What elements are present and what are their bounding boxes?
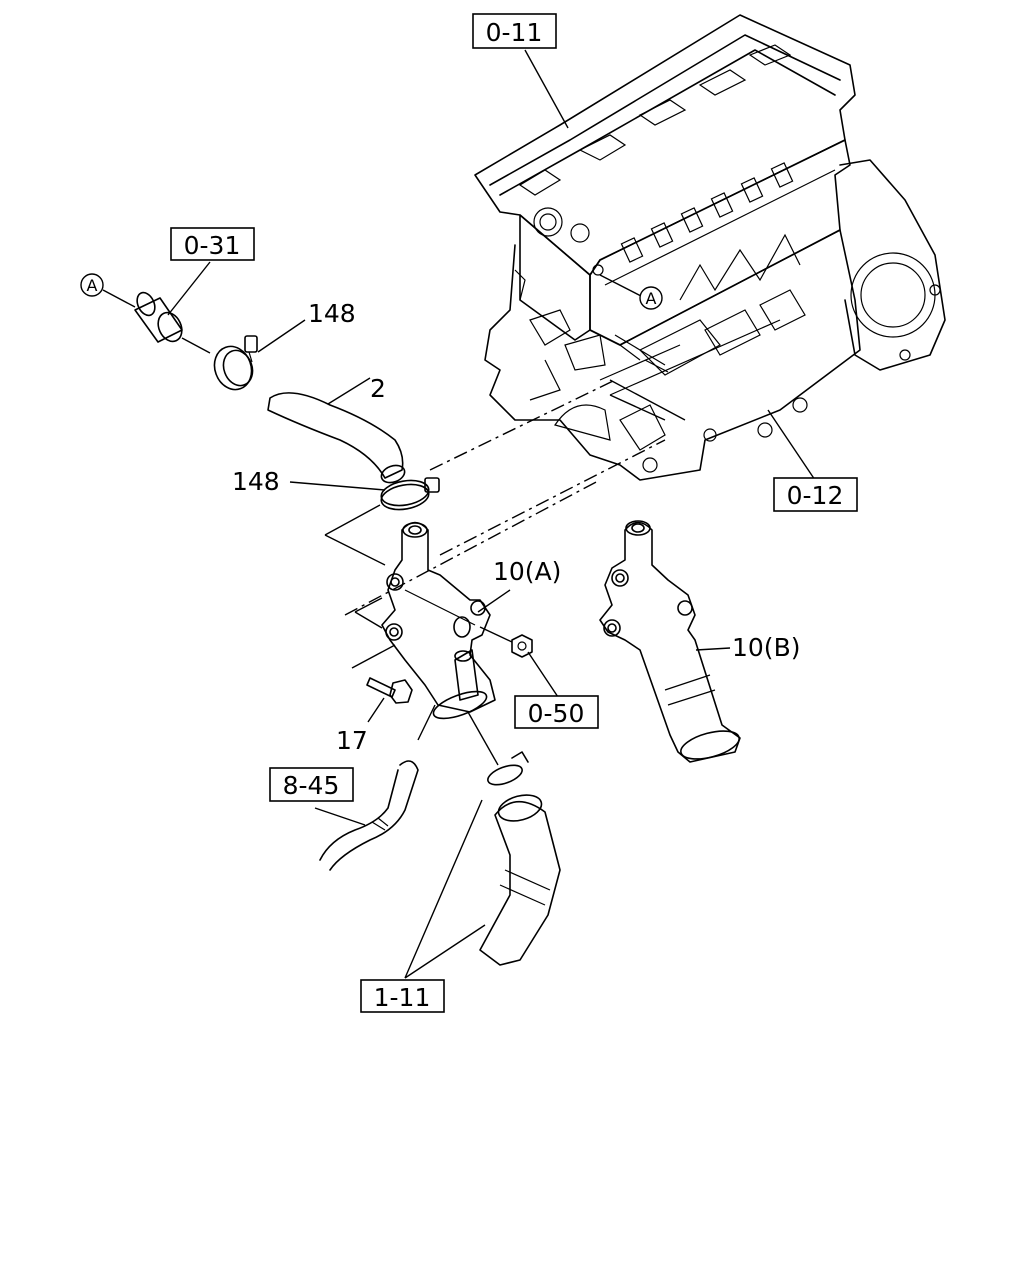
clamp-upper-illustration [213, 335, 258, 391]
part-label-clamp-upper: 148 [308, 299, 356, 328]
ref-box-0-50-label: 0-50 [528, 699, 585, 728]
leader-ref-0-11 [524, 49, 569, 129]
part-label-housing-b: 10(B) [732, 633, 800, 662]
alignment-line-housing [439, 439, 666, 556]
ref-box-0-31[interactable]: 0-31 [170, 227, 255, 261]
ref-box-0-50[interactable]: 0-50 [514, 695, 599, 729]
thermostat-housing-b-illustration [599, 520, 741, 763]
leader-housing-a [477, 589, 511, 613]
pipe-to-clamp-line [181, 337, 211, 354]
housing-to-clip-line [467, 711, 499, 766]
leader-ref-1-11 [404, 799, 486, 979]
hose-8-45-illustration [319, 760, 419, 871]
leader-marker-left [102, 289, 136, 308]
clip-illustration [487, 751, 529, 786]
leader-ref-8-45 [314, 807, 366, 826]
part-label-housing-a: 10(A) [493, 557, 561, 586]
stud-to-nut-line [479, 626, 513, 643]
clamp-lower-illustration [380, 477, 440, 511]
leader-ref-0-31 [167, 261, 211, 316]
marker-a-left: A [80, 273, 104, 297]
marker-a-engine-label: A [646, 289, 657, 308]
ref-box-8-45-label: 8-45 [283, 771, 340, 800]
leader-clamp-upper [257, 319, 306, 353]
hose-to-housing-line [417, 704, 436, 741]
bolt-illustration [366, 677, 413, 704]
alignment-line-hose [429, 379, 616, 471]
stud-bracket-lines [609, 379, 686, 421]
bracket-line-lower [351, 644, 396, 669]
nut-illustration [511, 634, 533, 658]
leader-marker-engine [599, 274, 642, 297]
ref-box-0-12[interactable]: 0-12 [773, 477, 858, 512]
ref-box-0-11-label: 0-11 [486, 18, 543, 47]
part-label-hose: 2 [370, 374, 386, 403]
leader-ref-0-50 [527, 651, 561, 701]
ref-box-0-31-label: 0-31 [184, 231, 241, 260]
ref-box-0-11[interactable]: 0-11 [472, 13, 557, 49]
pipe-illustration [134, 291, 183, 343]
leader-hose [327, 377, 371, 405]
ref-box-1-11[interactable]: 1-11 [360, 979, 445, 1013]
leader-clamp-lower [289, 481, 386, 491]
leader-bolt [367, 697, 385, 723]
marker-a-engine: A [639, 286, 663, 310]
leader-ref-0-12 [767, 409, 816, 481]
ref-box-0-12-label: 0-12 [787, 481, 844, 510]
marker-a-left-label: A [87, 276, 98, 295]
bracket-line-upper [324, 504, 386, 566]
bracket-line-middle [354, 597, 383, 629]
hose-illustration [267, 392, 406, 484]
engine-block-illustration [474, 14, 946, 481]
part-label-clamp-lower: 148 [232, 467, 280, 496]
ref-box-1-11-label: 1-11 [374, 983, 431, 1012]
alignment-line-stud [344, 479, 601, 616]
part-label-bolt: 17 [336, 726, 368, 755]
ref-box-8-45[interactable]: 8-45 [269, 767, 354, 802]
leader-housing-b [695, 647, 731, 651]
hose-1-11-illustration [479, 794, 561, 966]
thermostat-housing-a-illustration [381, 521, 496, 720]
